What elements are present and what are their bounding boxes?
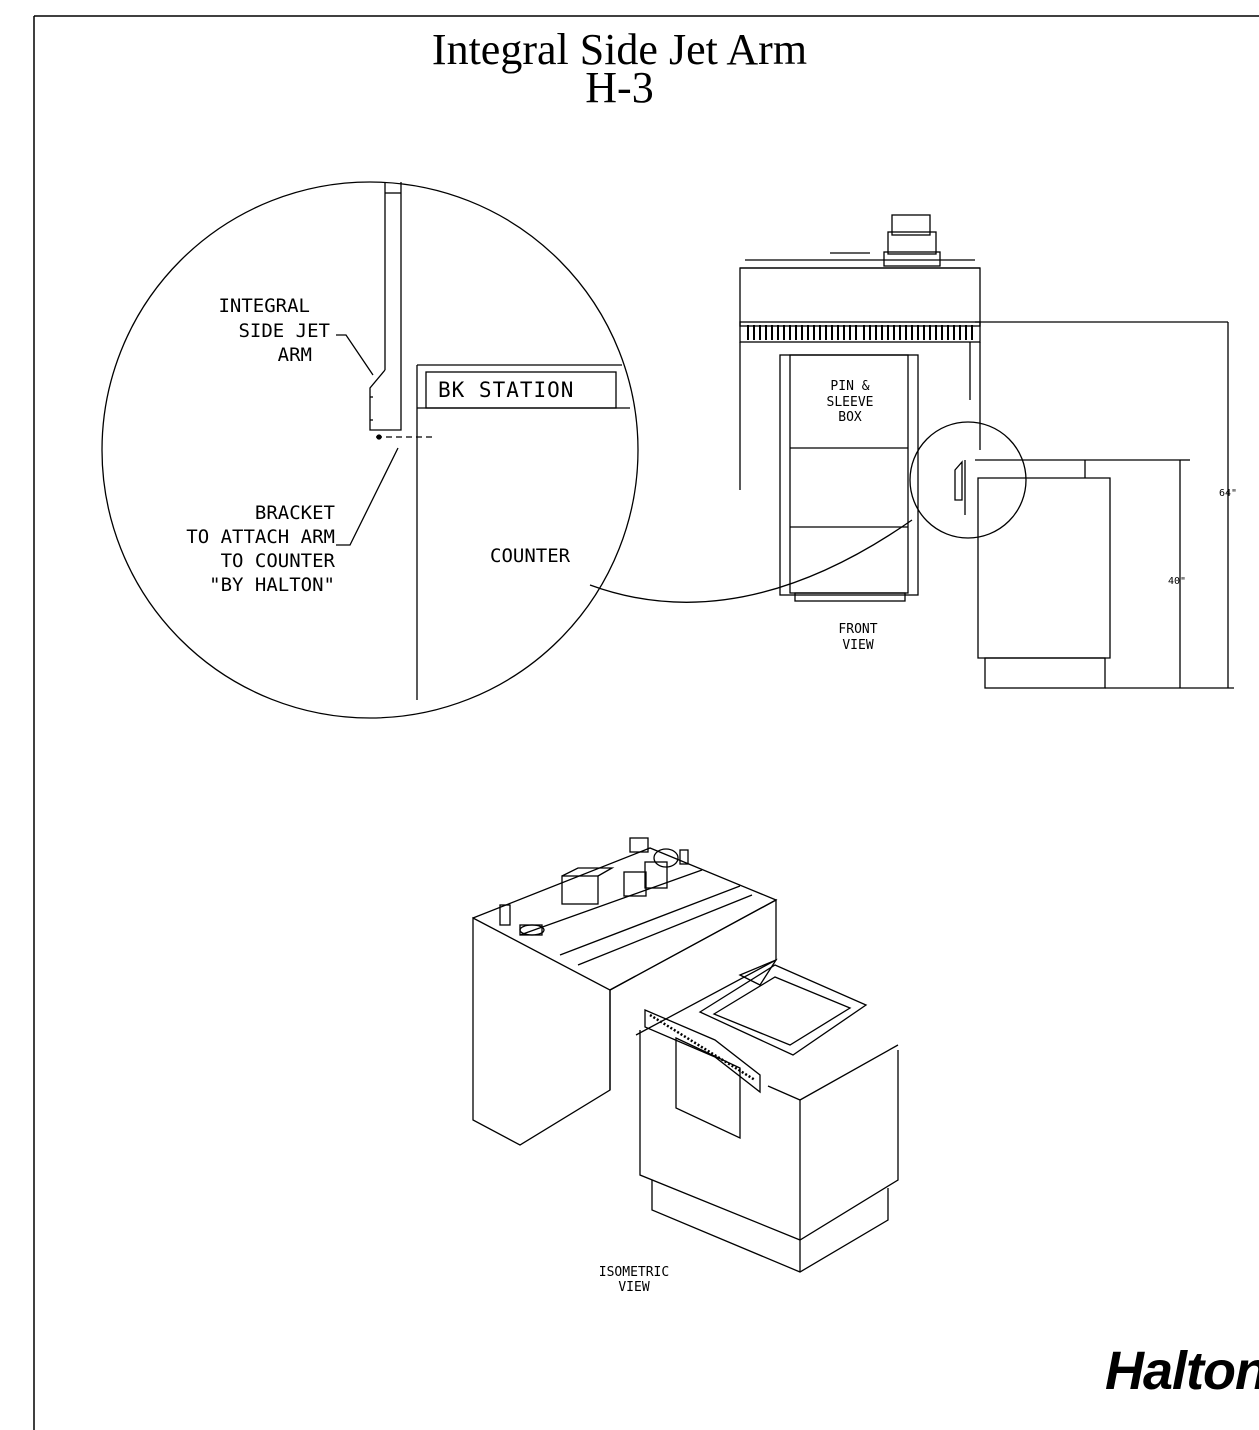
drawing-title: Integral Side Jet Arm xyxy=(431,25,808,74)
front-view-caption-line1: FRONT xyxy=(838,622,877,637)
arm-label-line2: SIDE JET xyxy=(238,320,330,342)
detail-leader-line xyxy=(589,519,913,603)
halton-logo: Halton xyxy=(1105,1341,1259,1401)
front-view-caption-line2: VIEW xyxy=(842,638,873,653)
station-label: BK STATION xyxy=(438,378,574,402)
bracket-label-line3: TO COUNTER xyxy=(221,550,336,572)
arm-label-line1: INTEGRAL xyxy=(218,295,310,317)
detail-labels: INTEGRAL SIDE JET ARM BK STATION BRACKET… xyxy=(186,295,574,596)
box-label-line3: BOX xyxy=(838,410,862,425)
isometric-caption-line1: ISOMETRIC xyxy=(599,1265,669,1280)
arm-label-line3: ARM xyxy=(278,344,312,366)
dimension-overall-height: 64" xyxy=(1219,488,1237,499)
sheet-border xyxy=(33,15,1259,1430)
isometric-view xyxy=(472,837,899,1273)
box-label-line1: PIN & xyxy=(830,379,869,394)
detail-circle xyxy=(101,181,639,719)
dimension-counter-height: 40" xyxy=(1168,576,1186,587)
isometric-labels: ISOMETRIC VIEW xyxy=(599,1265,669,1295)
detail-view xyxy=(101,181,913,719)
isometric-caption-line2: VIEW xyxy=(618,1280,649,1295)
front-view xyxy=(739,214,1234,689)
front-view-labels: PIN & SLEEVE BOX FRONT VIEW 64" 40" xyxy=(827,379,1238,653)
counter-label: COUNTER xyxy=(490,545,571,567)
bracket-label-line2: TO ATTACH ARM xyxy=(186,526,335,548)
bracket-label-line4: "BY HALTON" xyxy=(209,574,335,596)
drawing-number: H-3 xyxy=(585,63,654,112)
bracket-label-line1: BRACKET xyxy=(255,502,335,524)
box-label-line2: SLEEVE xyxy=(827,395,874,410)
